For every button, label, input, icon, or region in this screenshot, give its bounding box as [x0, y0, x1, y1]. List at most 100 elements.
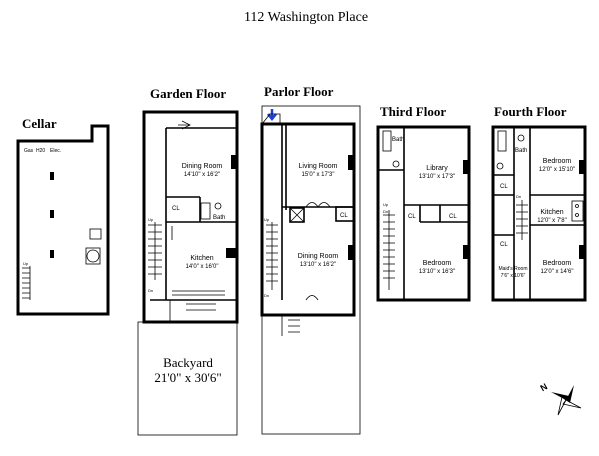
compass-south-needle [557, 396, 567, 416]
fourth-stair [516, 200, 528, 240]
fourth-bedroom-front-label: Bedroom [543, 158, 572, 165]
cellar-column [50, 172, 54, 180]
third-floor-plan: Third Floor Bath Up Dn Library 13'10" x … [376, 104, 471, 302]
third-floor-title: Third Floor [380, 104, 446, 119]
parlor-rear-steps [281, 315, 300, 336]
garden-kitchen-label: Kitchen [190, 255, 213, 262]
fourth-burner [575, 204, 579, 208]
parlor-lot-outline [261, 105, 361, 435]
parlor-outline [260, 122, 356, 317]
cellar-gas-label: Gas [24, 148, 34, 154]
parlor-living-room-dim: 15'0" x 17'3" [302, 172, 335, 178]
fourth-bedroom-front-dim: 12'0" x 15'10" [539, 167, 575, 173]
fourth-closet-label: CL [500, 184, 508, 190]
fourth-stove [571, 200, 584, 222]
fourth-toilet [517, 134, 525, 142]
garden-closet-label: CL [172, 206, 180, 212]
fourth-kitchen-label: Kitchen [540, 209, 563, 216]
third-stair-up: Up [383, 202, 389, 207]
garden-rear-steps [169, 300, 216, 322]
cellar-boiler [89, 228, 102, 240]
parlor-stoop [261, 113, 281, 125]
garden-tub [200, 202, 211, 220]
parlor-dining-room-label: Dining Room [298, 253, 339, 260]
parlor-dining-room-dim: 13'10" x 16'2" [300, 262, 336, 268]
fourth-outline [491, 125, 587, 302]
backyard-label: Backyard [163, 355, 213, 370]
cellar-elec-label: Elec. [50, 148, 61, 154]
third-interior-walls [378, 127, 469, 300]
backyard-dimensions: 21'0" x 30'6" [154, 370, 221, 385]
compass-west-needle [551, 392, 569, 400]
parlor-stair-up: Up [264, 217, 270, 222]
parlor-living-room-label: Living Room [299, 163, 338, 170]
fourth-bedroom-rear-dim: 12'0" x 14'6" [541, 269, 574, 275]
parlor-door-swings [305, 202, 331, 301]
third-library-dim: 13'10" x 17'3" [419, 174, 455, 180]
third-fireplace [463, 245, 468, 259]
fourth-floor-plan: Fourth Floor Bath Dn Bedroom 12'0" x 15'… [491, 104, 587, 302]
third-stair-dn: Dn [383, 209, 388, 214]
cellar-h20-label: H20 [36, 148, 45, 154]
garden-toilet [214, 202, 222, 210]
third-toilet [392, 160, 400, 168]
fourth-closet-label: CL [500, 242, 508, 248]
garden-floor-title: Garden Floor [150, 86, 226, 101]
third-bath-label: Bath [392, 137, 404, 143]
cellar-plan: Cellar Gas H20 Elec. Up [16, 116, 110, 316]
cellar-outline [16, 124, 110, 316]
parlor-floor-plan: Parlor Floor Up Dn Living Room 15'0" x 1… [260, 84, 361, 435]
third-library-label: Library [426, 165, 448, 172]
fourth-stair-dn: Dn [516, 194, 521, 199]
fourth-tub [497, 130, 507, 152]
cellar-column [50, 210, 54, 218]
fourth-fireplace [579, 160, 584, 174]
third-tub [382, 130, 392, 152]
fourth-burner [575, 213, 579, 217]
garden-stair [148, 222, 162, 280]
compass-north-label: N [539, 381, 550, 393]
third-stair [383, 210, 395, 290]
third-fireplace [463, 160, 468, 174]
garden-interior-walls [150, 127, 237, 301]
parlor-stair [266, 222, 278, 290]
garden-entry-arrow [178, 120, 191, 130]
fourth-fireplace [579, 245, 584, 259]
garden-fireplace [231, 155, 236, 169]
cellar-title: Cellar [22, 116, 57, 131]
garden-fireplace [226, 248, 236, 258]
fourth-floor-title: Fourth Floor [494, 104, 567, 119]
parlor-closet-box [289, 207, 305, 223]
third-bedroom-dim: 13'10" x 16'3" [419, 269, 455, 275]
garden-dining-room-dim: 14'10" x 16'2" [184, 172, 220, 178]
third-closet-label: CL [408, 214, 416, 220]
parlor-closet-x [289, 207, 305, 223]
page-title: 112 Washington Place [244, 10, 368, 25]
cellar-water-heater [86, 249, 100, 263]
fourth-kitchen-dim: 12'0" x 7'8" [537, 218, 567, 224]
garden-stair-up: Up [148, 217, 154, 222]
fourth-interior-walls [493, 127, 585, 300]
parlor-floor-title: Parlor Floor [264, 84, 334, 99]
fourth-maids-room-label: Maid's Room [498, 266, 527, 272]
cellar-stair-label: Up [23, 261, 29, 266]
parlor-interior-walls [281, 124, 354, 300]
garden-stair-dn: Dn [148, 288, 153, 293]
cellar-water-heater-box [85, 247, 101, 265]
third-outline [376, 125, 471, 302]
compass-north-needle [566, 385, 574, 403]
cellar-column [50, 250, 54, 258]
parlor-closet [335, 206, 355, 222]
parlor-closet-label: CL [340, 213, 348, 219]
parlor-fireplace [348, 245, 353, 260]
compass-east-needle [562, 399, 582, 409]
parlor-stair-dn: Dn [264, 293, 269, 298]
third-bedroom-label: Bedroom [423, 260, 452, 267]
fourth-maids-room-dim: 7'6" x 10'6" [501, 273, 526, 279]
garden-bath-label: Bath [213, 215, 225, 221]
backyard-outline [137, 321, 238, 436]
compass-rose-icon: N [539, 381, 582, 416]
third-closet-label: CL [449, 214, 457, 220]
garden-floor-plan: Garden Floor Backyard 21'0" x 30'6" Up D… [137, 86, 239, 436]
